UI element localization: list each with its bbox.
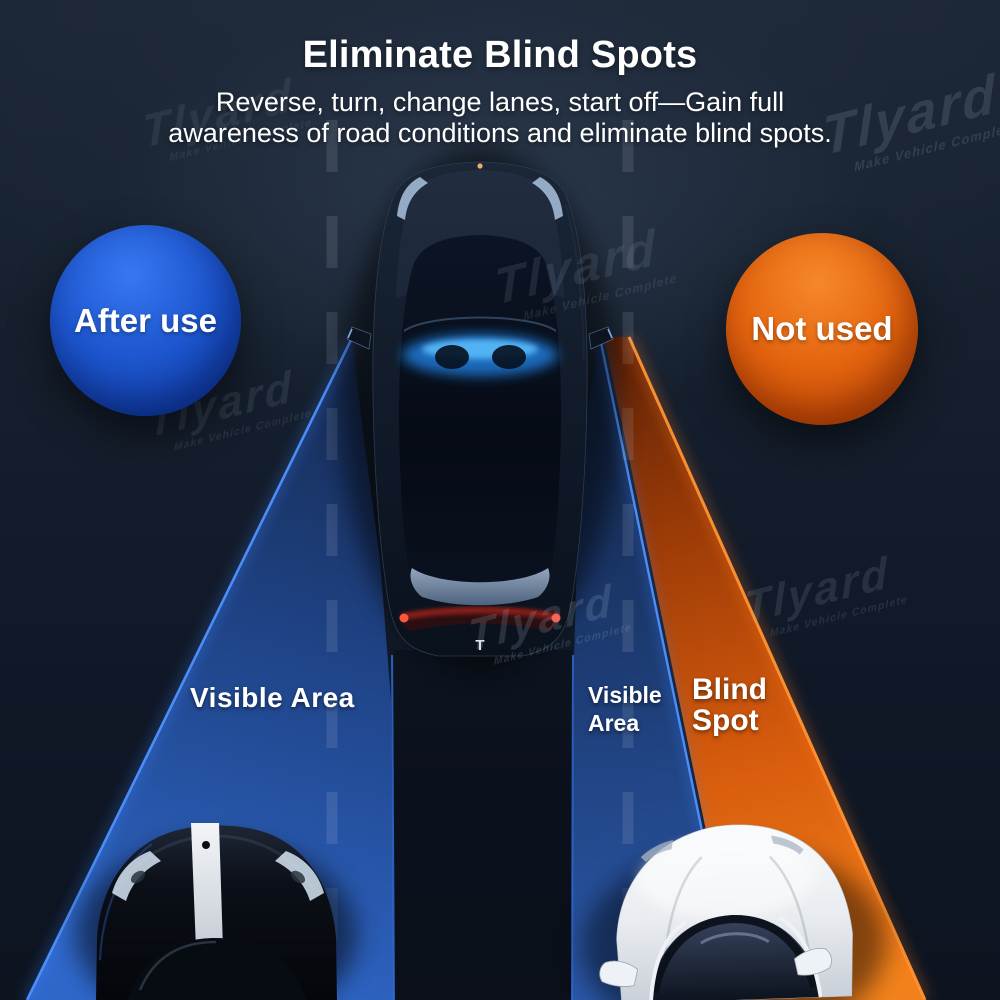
ego-mirror-left	[346, 326, 372, 350]
black-car-stripe	[191, 823, 223, 949]
ego-antenna-dot	[477, 163, 483, 169]
visible-wedge-left	[27, 338, 394, 1000]
ego-headlight-left	[397, 177, 428, 220]
ego-car-glass-roof	[399, 235, 561, 605]
black-car-windshield	[128, 938, 306, 1000]
blind-spot-label: Blind Spot	[692, 673, 767, 737]
ego-rear-reflection	[410, 568, 550, 606]
white-car-light-left	[640, 840, 674, 863]
lane-dashes	[326, 120, 634, 1000]
edge-left-visible	[25, 337, 354, 1000]
ego-seat-left	[435, 345, 469, 369]
not-used-badge: Not used	[726, 233, 918, 425]
subtitle-line-1: Reverse, turn, change lanes, start off—G…	[215, 87, 785, 117]
ego-headlight-right	[532, 177, 563, 220]
ego-mirror-right	[588, 326, 614, 350]
not-used-label: Not used	[751, 310, 893, 347]
edge-blind-spot	[627, 336, 927, 1000]
visible-area-label-left: Visible Area	[190, 682, 355, 713]
ego-rear-emblem: T	[475, 637, 484, 654]
white-car-mirror-right	[793, 948, 832, 976]
ego-car: T	[342, 148, 618, 672]
ego-taillight-glow	[401, 608, 559, 619]
ego-seat-right	[492, 345, 526, 369]
after-use-badge: After use	[50, 225, 241, 416]
ego-lane-strip	[394, 650, 572, 1000]
black-car-emblem-dot	[202, 841, 210, 849]
white-car-apillar-left	[648, 919, 688, 1000]
edge-lane-right	[571, 654, 574, 1000]
visible-area-label-right: Visible Area	[588, 682, 662, 736]
page-title: Eliminate Blind Spots	[302, 34, 698, 76]
white-car-light-right	[771, 835, 804, 855]
header: Eliminate Blind Spots Reverse, turn, cha…	[0, 0, 1000, 149]
black-car	[77, 823, 357, 1000]
white-car-mirror-left	[599, 960, 639, 987]
subtitle-line-2: awareness of road conditions and elimina…	[168, 118, 832, 148]
edge-lane-left	[391, 654, 395, 1000]
white-car-apillar-right	[777, 915, 823, 998]
white-car	[581, 824, 886, 1000]
blind-spot-wedge	[604, 337, 925, 1000]
after-use-label: After use	[73, 301, 218, 339]
